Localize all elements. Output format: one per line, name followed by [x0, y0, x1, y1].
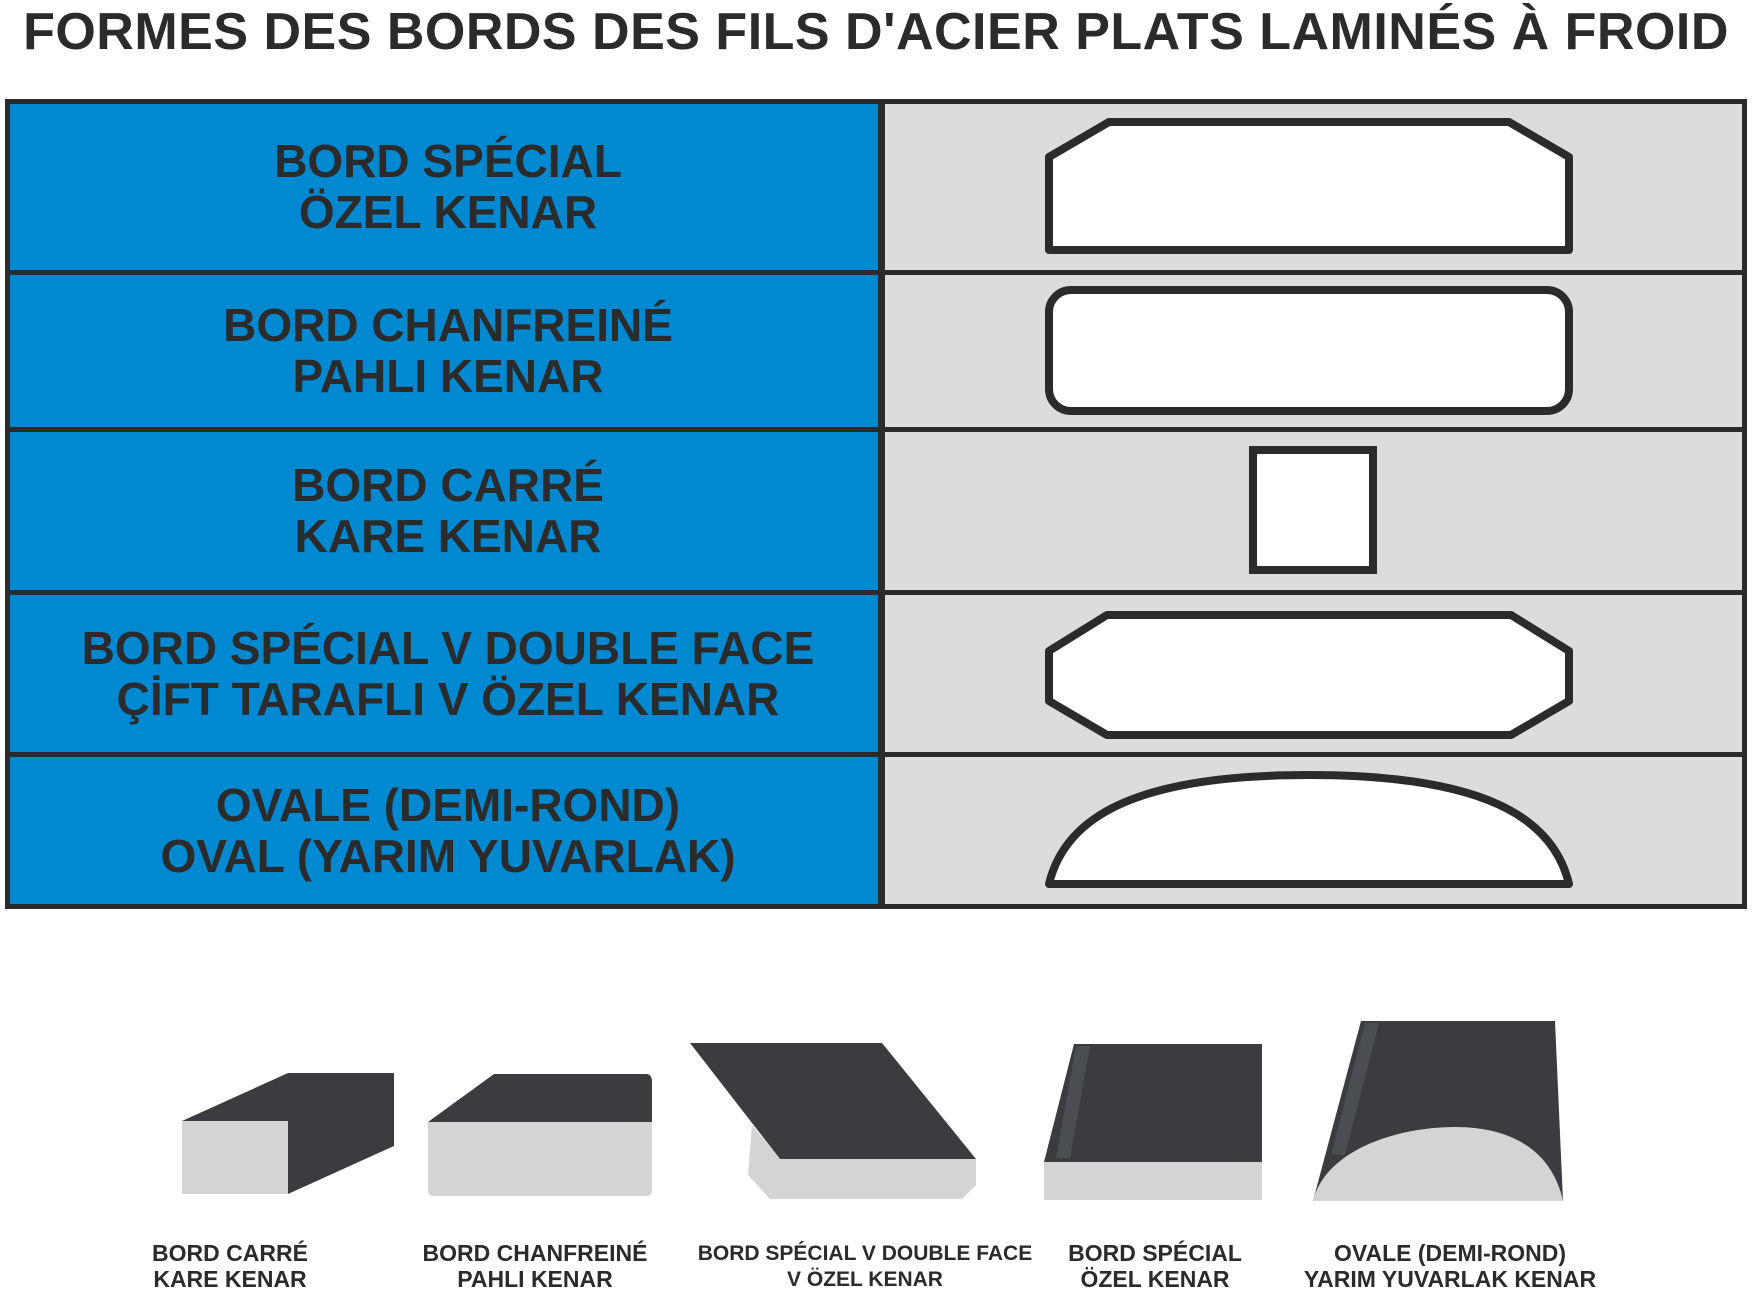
row-label-special-edge: BORD SPÉCIAL ÖZEL KENAR: [10, 104, 878, 270]
row-label-line-1: OVALE (DEMI-ROND): [215, 778, 681, 831]
page-title: FORMES DES BORDS DES FILS D'ACIER PLATS …: [23, 3, 1729, 61]
product-label-square-edge: BORD CARRÉ KARE KENAR: [152, 1240, 308, 1292]
row-label-square-edge: BORD CARRÉ KARE KENAR: [10, 432, 878, 590]
table-row-double-v-special-edge: BORD SPÉCIAL V DOUBLE FACE ÇİFT TARAFLI …: [10, 595, 1742, 752]
table-row-special-edge: BORD SPÉCIAL ÖZEL KENAR: [10, 104, 1742, 270]
row-label-line-2: KARE KENAR: [294, 510, 602, 562]
row-label-line-1: BORD CARRÉ: [292, 459, 604, 511]
row-label-chamfered-edge: BORD CHANFREINÉ PAHLI KENAR: [10, 275, 878, 427]
product-label-special-edge: BORD SPÉCIAL ÖZEL KENAR: [1068, 1240, 1242, 1292]
row-label-line-2: PAHLI KENAR: [292, 350, 604, 402]
row-label-line-1: BORD CHANFREINÉ: [223, 299, 673, 351]
double-v-edge-wire-image: [690, 1043, 976, 1199]
table-row-half-round-oval: OVALE (DEMI-ROND) OVAL (YARIM YUVARLAK): [10, 757, 1742, 904]
product-label-half-round: OVALE (DEMI-ROND) YARIM YUVARLAK KENAR: [1303, 1240, 1597, 1292]
row-label-line-2: OVAL (YARIM YUVARLAK): [160, 829, 736, 882]
row-label-line-2: ÇİFT TARAFLI V ÖZEL KENAR: [116, 672, 780, 725]
double-v-special-edge-profile: [1045, 611, 1573, 739]
product-label-chamfered-edge: BORD CHANFREINÉ PAHLI KENAR: [422, 1240, 648, 1292]
table-row-square-edge: BORD CARRÉ KARE KENAR: [10, 432, 1742, 590]
shape-cell-half-round-oval: [885, 757, 1742, 904]
special-edge-profile: [1045, 118, 1573, 254]
row-label-half-round-oval: OVALE (DEMI-ROND) OVAL (YARIM YUVARLAK): [10, 757, 878, 904]
shape-cell-chamfered-edge: [885, 275, 1742, 427]
half-round-wire-image: [1313, 1021, 1563, 1201]
square-edge-profile: [1249, 446, 1377, 574]
edge-shapes-table: BORD SPÉCIAL ÖZEL KENAR BORD CHANFREINÉ …: [5, 99, 1747, 909]
row-label-line-2: ÖZEL KENAR: [298, 186, 598, 238]
shape-cell-square-edge: [885, 432, 1742, 590]
shape-cell-special-edge: [885, 104, 1742, 270]
shape-cell-double-v-special-edge: [885, 595, 1742, 752]
half-round-oval-profile: [1045, 771, 1573, 888]
chamfered-edge-wire-image: [428, 1074, 652, 1196]
table-row-chamfered-edge: BORD CHANFREINÉ PAHLI KENAR: [10, 275, 1742, 427]
square-edge-wire-image: [182, 1073, 394, 1194]
row-label-double-v-special-edge: BORD SPÉCIAL V DOUBLE FACE ÇİFT TARAFLI …: [10, 595, 878, 752]
wire-products-section: BORD CARRÉ KARE KENAR BORD CHANFREINÉ PA…: [0, 1000, 1752, 1292]
row-label-line-1: BORD SPÉCIAL: [274, 135, 622, 187]
special-edge-wire-image: [1044, 1044, 1262, 1200]
chamfered-edge-profile: [1045, 286, 1573, 415]
row-label-line-1: BORD SPÉCIAL V DOUBLE FACE: [81, 621, 815, 674]
product-label-double-v-edge: BORD SPÉCIAL V DOUBLE FACE V ÖZEL KENAR: [697, 1242, 1033, 1291]
